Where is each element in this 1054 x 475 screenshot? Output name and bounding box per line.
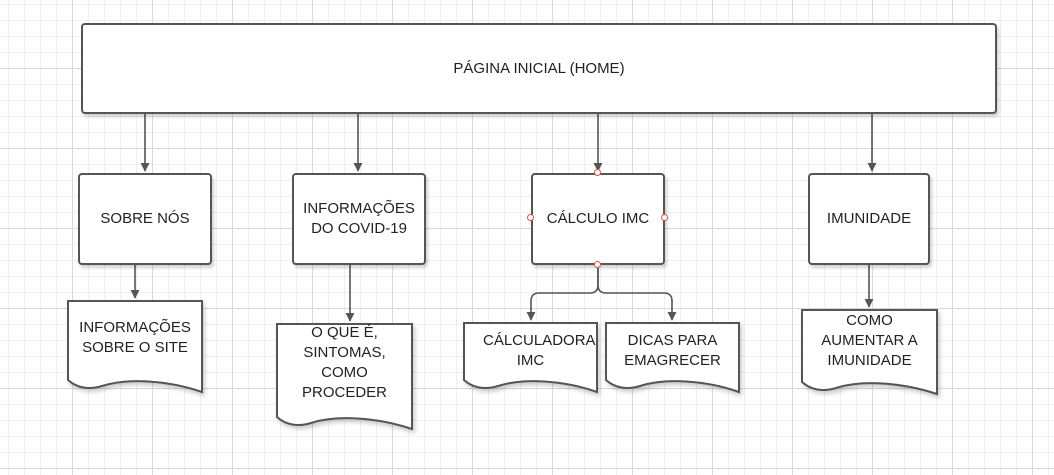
- imc-handle-bottom[interactable]: [594, 261, 601, 268]
- sintomas-label: O QUE É, SINTOMAS, COMO PROCEDER: [301, 324, 387, 401]
- home-node-label: PÁGINA INICIAL (HOME): [453, 59, 625, 77]
- calculadora-shape: [463, 322, 598, 394]
- info-site-shape: [67, 300, 203, 394]
- aumentar-imunidade-label: COMO AUMENTAR A IMUNIDADE: [821, 312, 918, 369]
- covid-node-label: INFORMAÇÕES DO COVID-19: [303, 200, 415, 237]
- sobre-node-label: SOBRE NÓS: [100, 210, 190, 227]
- imunidade-node-label: IMUNIDADE: [826, 210, 912, 227]
- imc-handle-top[interactable]: [594, 169, 601, 176]
- imc-node[interactable]: CÁLCULO IMC: [531, 173, 665, 265]
- calculadora-label: CÁLCULADORA IMC: [483, 332, 596, 369]
- dicas-shape: [605, 322, 740, 394]
- home-node[interactable]: PÁGINA INICIAL (HOME): [81, 23, 997, 114]
- calculadora-node[interactable]: CÁLCULADORA IMC: [463, 322, 598, 394]
- aumentar-imunidade-shape: [801, 309, 938, 396]
- dicas-label: DICAS PARA EMAGRECER: [624, 332, 721, 369]
- sobre-node[interactable]: SOBRE NÓS: [78, 173, 212, 265]
- dicas-node[interactable]: DICAS PARA EMAGRECER: [605, 322, 740, 394]
- covid-node[interactable]: INFORMAÇÕES DO COVID-19: [292, 173, 426, 265]
- imc-handle-right[interactable]: [661, 214, 668, 221]
- sintomas-node[interactable]: O QUE É, SINTOMAS, COMO PROCEDER: [276, 323, 413, 431]
- info-site-label: INFORMAÇÕES SOBRE O SITE: [79, 319, 191, 356]
- arrow-imc-to-calculadora: [526, 264, 599, 321]
- sintomas-shape: [276, 323, 413, 431]
- arrow-imc-to-dicas: [597, 264, 677, 321]
- imc-node-label: CÁLCULO IMC: [546, 210, 650, 227]
- info-site-node[interactable]: INFORMAÇÕES SOBRE O SITE: [67, 300, 203, 394]
- imc-handle-left[interactable]: [527, 214, 534, 221]
- aumentar-imunidade-node[interactable]: COMO AUMENTAR A IMUNIDADE: [801, 309, 938, 396]
- imunidade-node[interactable]: IMUNIDADE: [808, 173, 930, 265]
